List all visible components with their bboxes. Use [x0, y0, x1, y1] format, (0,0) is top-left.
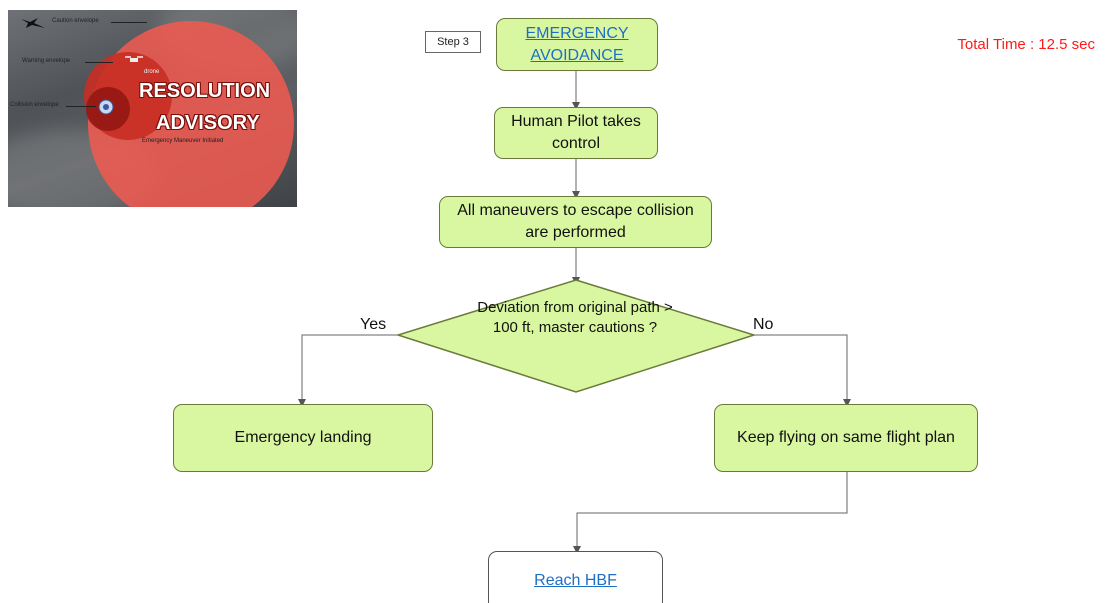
node-reach-hbf[interactable]: Reach HBF	[488, 551, 663, 603]
drone-icon	[125, 56, 143, 62]
connector-yes-branch	[298, 334, 398, 407]
node-emergency-landing: Emergency landing	[173, 404, 433, 472]
bird-icon	[21, 18, 45, 28]
maneuver-initiated-label: Emergency Maneuver Initiated	[142, 138, 224, 144]
drone-icon	[98, 99, 114, 115]
warning-envelope-label: Warning envelope	[22, 58, 71, 64]
drone-label: drone	[144, 69, 160, 75]
step-indicator: Step 3	[425, 31, 481, 53]
connector-no-branch	[754, 334, 851, 407]
connector-keep-flying-to-hbf	[573, 472, 848, 554]
node-maneuvers: All maneuvers to escape collision are pe…	[439, 196, 712, 248]
warning-pointer-line	[85, 62, 113, 63]
node-emergency-avoidance[interactable]: EMERGENCY AVOIDANCE	[496, 18, 658, 71]
advisory-title: ADVISORY	[156, 112, 260, 134]
caution-pointer-line	[111, 22, 147, 23]
resolution-advisory-image: Caution envelope Warning envelope drone …	[8, 10, 297, 207]
no-label: No	[753, 316, 774, 333]
yes-label: Yes	[360, 316, 387, 333]
decision-text: Deviation from original path > 100 ft, m…	[477, 299, 673, 337]
resolution-title: RESOLUTION	[139, 80, 271, 102]
node-keep-flying: Keep flying on same flight plan	[714, 404, 978, 472]
node-human-pilot: Human Pilot takes control	[494, 107, 658, 159]
collision-pointer-line	[66, 106, 96, 107]
collision-envelope-label: Collision envelope	[10, 102, 59, 108]
caution-envelope-label: Caution envelope	[52, 18, 99, 24]
total-time: Total Time : 12.5 sec	[957, 36, 1095, 53]
